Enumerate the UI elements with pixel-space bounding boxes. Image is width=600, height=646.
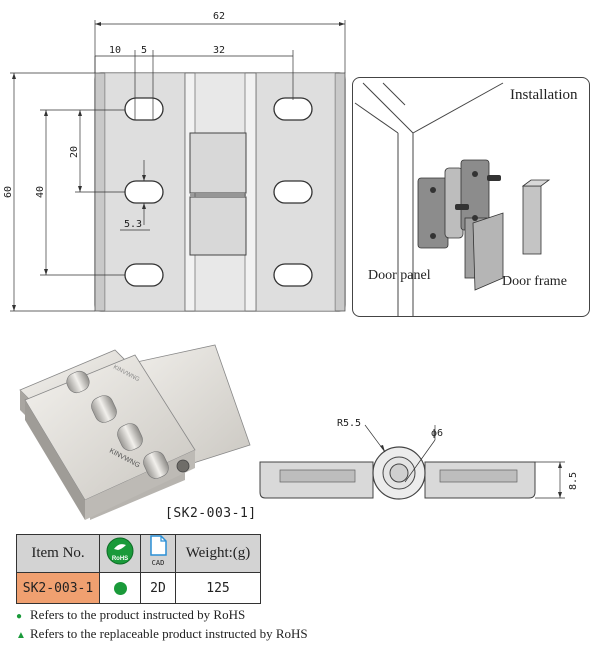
legend-rohs-text: Refers to the product instructed by RoHS [30, 607, 246, 622]
header-weight: Weight:(g) [175, 534, 261, 573]
spec-table: Item No. RoHS CAD Weight:(g) SK2-003-1 2… [16, 534, 261, 604]
svg-text:RoHS: RoHS [112, 556, 128, 562]
side-diameter-dim: ϕ6 [431, 428, 443, 439]
installation-illustration [354, 82, 551, 316]
cell-weight: 125 [175, 572, 261, 604]
rohs-compliant-dot-icon [113, 581, 127, 595]
spec-table-header-row: Item No. RoHS CAD Weight:(g) [16, 534, 261, 573]
spec-table-row: SK2-003-1 2D 125 [16, 572, 261, 604]
cad-file-icon: CAD [150, 535, 167, 567]
hinge-side-profile-drawing: R5.5 ϕ6 8.5 [259, 418, 579, 500]
side-radius-dim: R5.5 [337, 418, 361, 429]
dim-slot-spacing-v-outer: 40 [35, 186, 46, 198]
header-item-no: Item No. [16, 534, 100, 573]
side-thickness-dim: 8.5 [568, 472, 579, 490]
dim-slot-spacing-v-inner: 20 [69, 146, 80, 158]
svg-text:CAD: CAD [152, 559, 165, 567]
legend-replaceable-text: Refers to the replaceable product instru… [30, 626, 308, 641]
dim-slot-width: 5 [141, 45, 147, 56]
legend-replaceable: ▲ Refers to the replaceable product instr… [16, 626, 308, 642]
part-number-label: [SK2-003-1] [165, 506, 257, 521]
legend-rohs: ● Refers to the product instructed by RoH… [16, 607, 245, 623]
door-panel-label: Door panel [368, 268, 431, 283]
dim-overall-height: 60 [3, 186, 14, 198]
green-triangle-icon: ▲ [16, 630, 26, 641]
header-cad: CAD [140, 534, 176, 573]
hinge-product-render: KINVWNG KINVWNG [19, 344, 251, 520]
hinge-front-view-drawing: 62 10 5 32 60 40 20 5.3 [3, 11, 346, 312]
cell-cad: 2D [140, 572, 176, 604]
cell-rohs [99, 572, 141, 604]
door-frame-label: Door frame [502, 274, 567, 289]
dim-slot-spacing-h: 32 [213, 45, 225, 56]
rohs-icon: RoHS [106, 537, 134, 565]
installation-title: Installation [510, 87, 578, 103]
cell-item-no: SK2-003-1 [16, 572, 100, 604]
dim-overall-width: 62 [213, 11, 225, 22]
green-circle-icon: ● [16, 611, 23, 622]
header-rohs: RoHS [99, 534, 141, 573]
dim-left-offset: 10 [109, 45, 121, 56]
installation-panel [352, 77, 590, 317]
dim-slot-height: 5.3 [124, 219, 142, 230]
